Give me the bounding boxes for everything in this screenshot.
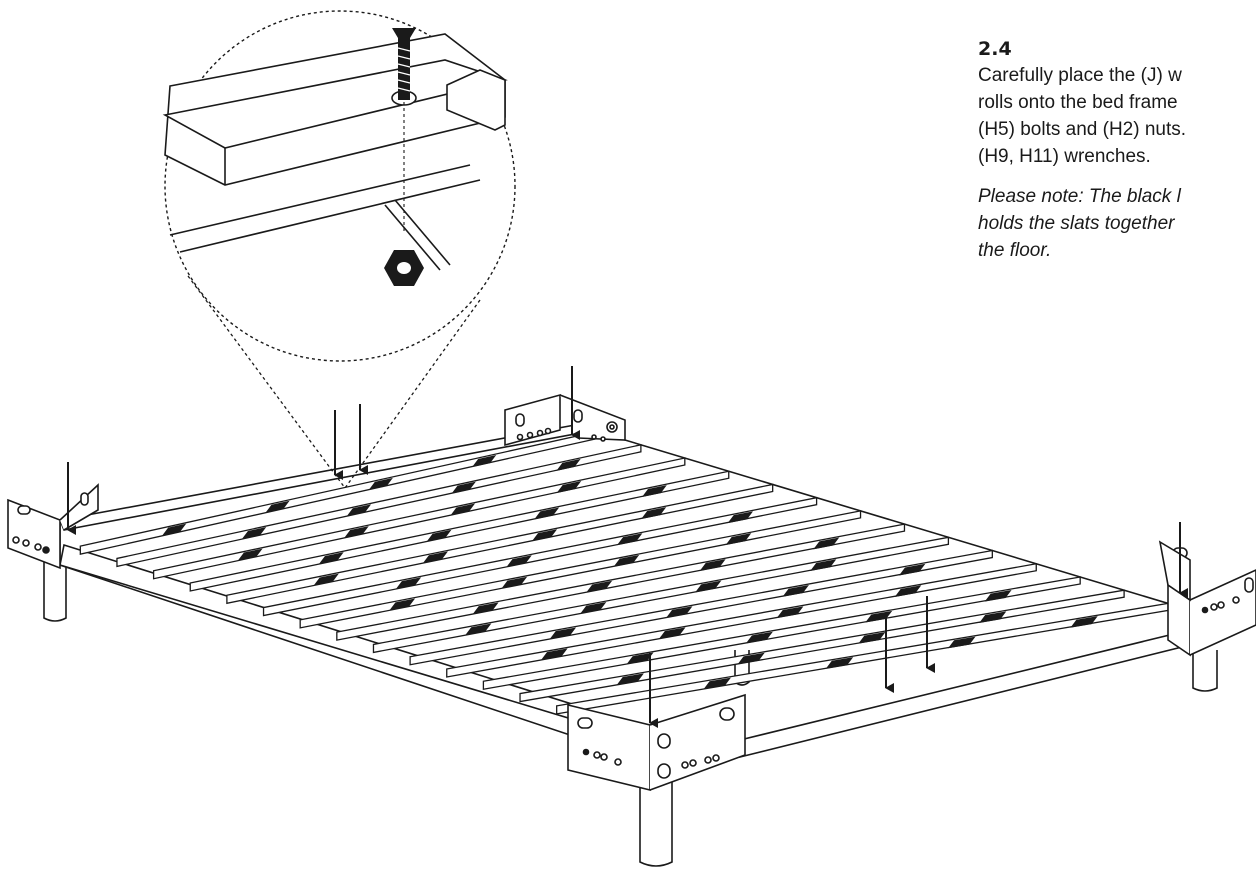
slat-strap <box>549 627 577 640</box>
slat-strap <box>641 485 667 498</box>
slat-strap <box>506 555 532 568</box>
step-line: rolls onto the bed frame <box>978 92 1178 113</box>
step-line: Carefully place the (J) w <box>978 65 1182 86</box>
step-line: (H9, H11) wrenches. <box>978 146 1151 167</box>
slat-strap <box>626 652 654 665</box>
slat-strap <box>858 632 886 644</box>
slat-strap <box>344 526 369 539</box>
slat-strap <box>241 527 267 540</box>
slat-strap <box>894 585 922 597</box>
slat-strap <box>616 673 644 685</box>
slat-strap <box>898 563 926 576</box>
leg-right <box>1192 650 1218 692</box>
slat <box>519 589 1125 703</box>
slat-strap <box>776 606 804 619</box>
slat-strap <box>531 529 558 542</box>
slat-strap <box>737 652 765 665</box>
slat-strap <box>426 529 452 542</box>
slat-strap <box>782 584 809 597</box>
leg-front <box>639 780 673 867</box>
slat-strap <box>813 537 840 550</box>
step-number: 2.4 <box>978 38 1012 60</box>
slat-strap <box>389 598 416 611</box>
slat-strap <box>465 623 492 636</box>
slat-strap <box>556 481 582 493</box>
nut-icon <box>384 250 424 286</box>
slat-strap <box>825 657 854 669</box>
slat-strap <box>556 458 581 471</box>
bracket-front <box>567 693 746 792</box>
slat-strap <box>472 454 497 467</box>
step-text: Carefully place the (J) w rolls onto the… <box>978 62 1256 170</box>
step-note: Please note: The black l holds the slats… <box>978 183 1256 264</box>
down-arrows <box>67 366 1188 728</box>
note-line: the floor. <box>978 240 1052 261</box>
corner-brackets <box>7 393 1256 792</box>
step-line: (H5) bolts and (H2) nuts. <box>978 119 1187 140</box>
legs <box>43 560 1218 867</box>
slat-strap <box>727 511 754 524</box>
slat-strap <box>313 573 339 586</box>
rail-right-back <box>574 424 1191 611</box>
slat-strap <box>641 507 667 519</box>
slat-strap <box>658 627 686 640</box>
slat-strap <box>395 577 422 590</box>
slat-strap <box>501 576 528 589</box>
slat-strap <box>451 481 476 494</box>
slat-strap <box>865 610 893 623</box>
instruction-step: 2.4 Carefully place the (J) w rolls onto… <box>978 36 1256 264</box>
slat <box>226 483 774 605</box>
slat-strap <box>540 648 568 661</box>
slat-strap <box>1070 616 1098 628</box>
callout-magnifier <box>162 10 516 489</box>
slat-strap <box>318 552 344 565</box>
slat-strap <box>265 500 290 513</box>
slat-strap <box>617 533 643 546</box>
callout-pointer <box>187 275 481 489</box>
leg-back-left <box>43 560 67 622</box>
slat <box>299 510 862 629</box>
slat-strap <box>810 559 837 571</box>
slat-strap <box>984 589 1012 602</box>
bracket-back <box>504 393 626 447</box>
slat-strap <box>534 507 560 520</box>
slat-strap <box>237 548 263 561</box>
slat-strap <box>472 602 499 615</box>
slat-strap <box>745 631 773 644</box>
slat-strap <box>666 606 693 618</box>
slat-strap <box>450 503 475 516</box>
slat-strap <box>725 533 752 545</box>
slat-roll <box>79 430 1169 715</box>
slat <box>446 562 1037 678</box>
slat-strap <box>346 504 372 517</box>
slat-strap <box>368 477 393 490</box>
slat-strap <box>948 636 976 649</box>
slat-strap <box>979 611 1007 623</box>
slat-strap <box>586 580 613 593</box>
slat-strap <box>695 580 722 593</box>
slat-strap <box>422 551 448 564</box>
slat <box>372 536 950 654</box>
slat-strap <box>580 602 607 614</box>
slat-strap <box>699 559 726 571</box>
rail-front <box>59 543 576 722</box>
bracket-left <box>7 483 99 570</box>
note-line: Please note: The black l <box>978 186 1181 207</box>
note-line: holds the slats together <box>978 213 1175 234</box>
slat <box>152 457 686 580</box>
slat-strap <box>613 554 640 567</box>
slat-strap <box>703 677 731 690</box>
slat-strap <box>162 523 187 536</box>
bracket-right <box>1158 540 1256 657</box>
bolt-icon <box>392 28 416 100</box>
